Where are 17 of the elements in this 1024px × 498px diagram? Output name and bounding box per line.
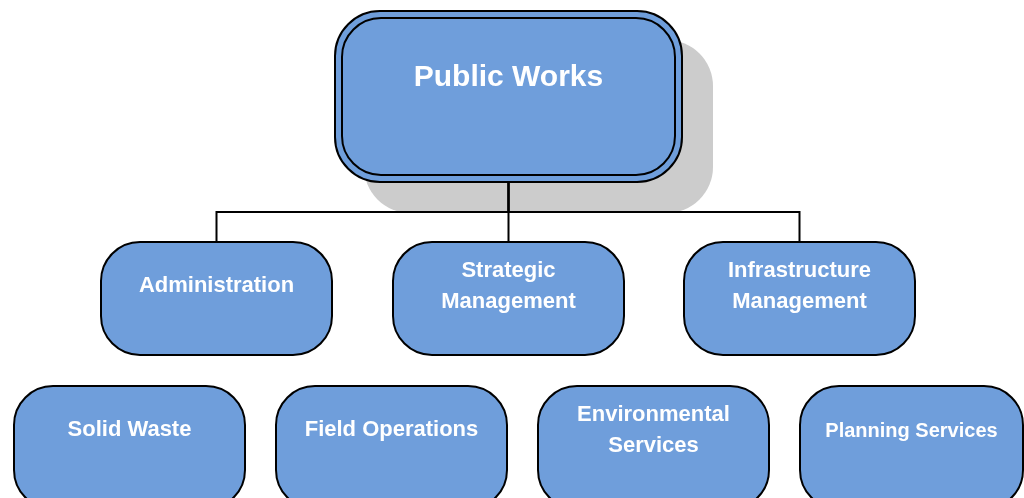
unit-name: Infrastructure Management <box>726 256 872 315</box>
unit-name: Field Operations <box>304 415 479 443</box>
org-unit-box <box>683 241 916 356</box>
org-unit-box <box>100 241 333 356</box>
unit-name: Solid Waste <box>67 415 192 443</box>
unit-name: Administration <box>138 271 295 299</box>
org-unit-box <box>537 385 770 498</box>
org-unit-box <box>275 385 508 498</box>
org-unit-box <box>334 10 683 183</box>
org-unit-box <box>392 241 625 356</box>
org-unit-box <box>799 385 1024 498</box>
connector-line <box>507 182 801 242</box>
unit-name: Planning Services <box>825 418 998 443</box>
unit-name: Public Works <box>413 60 604 91</box>
unit-name: Environmental Services <box>576 400 731 459</box>
unit-name: Strategic Management <box>440 256 577 315</box>
org-unit-box <box>13 385 246 498</box>
